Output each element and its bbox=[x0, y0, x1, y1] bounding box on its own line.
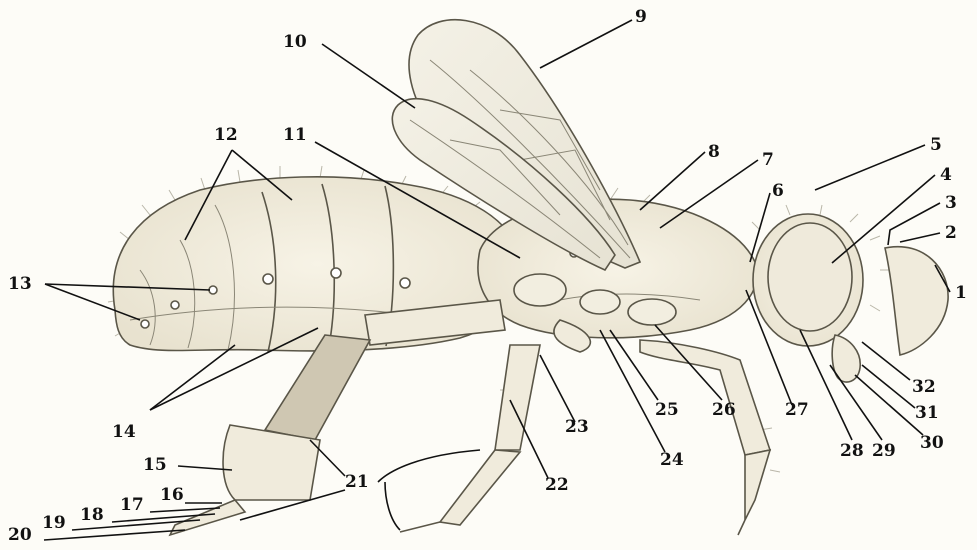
label-16: 16 bbox=[160, 485, 184, 505]
label-20: 20 bbox=[8, 525, 32, 545]
label-24: 24 bbox=[660, 450, 684, 470]
label-21: 21 bbox=[345, 472, 369, 492]
label-7: 7 bbox=[762, 150, 774, 170]
label-10: 10 bbox=[283, 32, 307, 52]
label-8: 8 bbox=[708, 142, 720, 162]
label-3: 3 bbox=[945, 193, 957, 213]
head bbox=[753, 214, 948, 382]
label-11: 11 bbox=[283, 125, 307, 145]
label-5: 5 bbox=[930, 135, 942, 155]
label-22: 22 bbox=[545, 475, 569, 495]
label-9: 9 bbox=[635, 7, 647, 27]
label-25: 25 bbox=[655, 400, 679, 420]
label-18: 18 bbox=[80, 505, 104, 525]
label-17: 17 bbox=[120, 495, 144, 515]
label-31: 31 bbox=[915, 403, 939, 423]
label-14: 14 bbox=[112, 422, 136, 442]
label-6: 6 bbox=[772, 181, 784, 201]
label-29: 29 bbox=[872, 441, 896, 461]
label-2: 2 bbox=[945, 223, 957, 243]
label-12: 12 bbox=[214, 125, 238, 145]
label-32: 32 bbox=[912, 377, 936, 397]
label-30: 30 bbox=[920, 433, 944, 453]
label-28: 28 bbox=[840, 441, 864, 461]
label-1: 1 bbox=[955, 283, 967, 303]
label-19: 19 bbox=[42, 513, 66, 533]
label-23: 23 bbox=[565, 417, 589, 437]
label-26: 26 bbox=[712, 400, 736, 420]
label-27: 27 bbox=[785, 400, 809, 420]
label-15: 15 bbox=[143, 455, 167, 475]
label-4: 4 bbox=[940, 165, 952, 185]
label-13: 13 bbox=[8, 274, 32, 294]
